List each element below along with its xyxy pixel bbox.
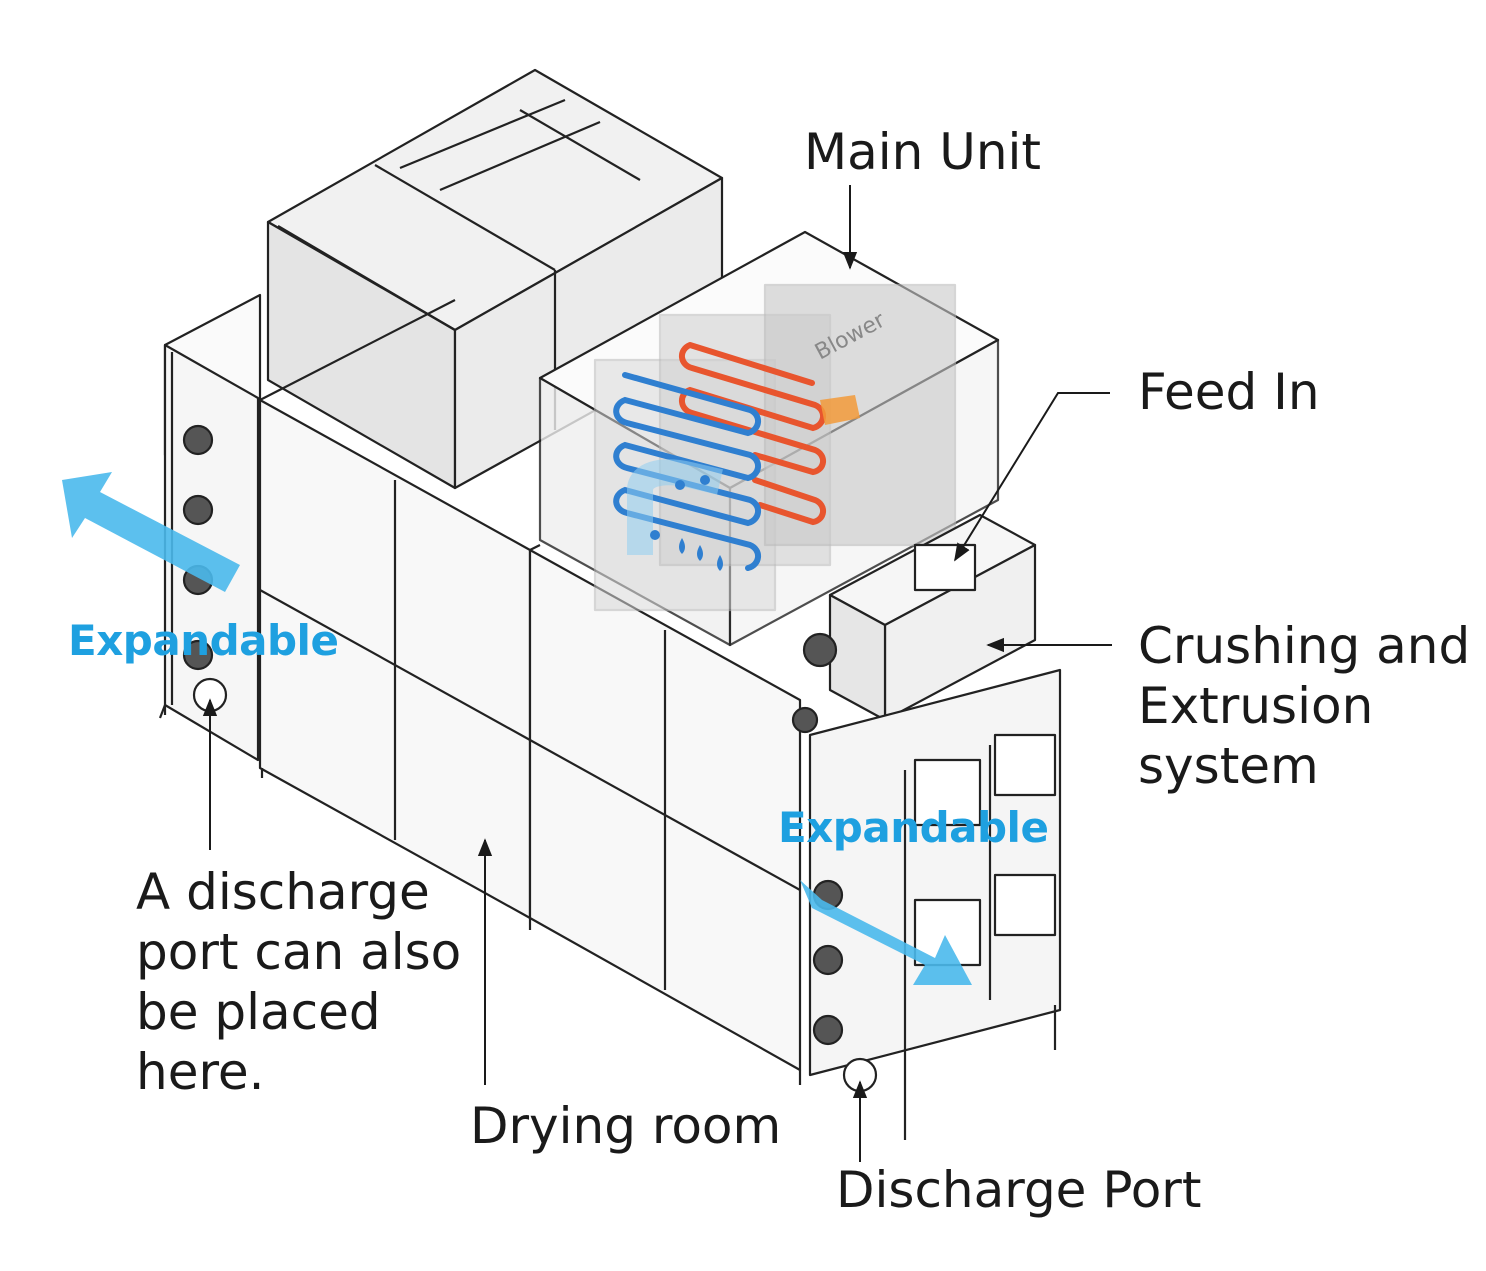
expandable-label-left: Expandable [68, 616, 339, 665]
main-unit-label: Main Unit [804, 123, 1042, 181]
drying-room-label: Drying room [470, 1097, 782, 1155]
upper-housing [266, 68, 724, 490]
discharge-alt-label: A discharge port can also be placed here… [136, 862, 461, 1102]
right-cabinet [808, 668, 1062, 1140]
right-gearmotors [791, 632, 844, 1046]
expandable-label-right: Expandable [778, 803, 1049, 852]
legs [158, 704, 802, 1085]
drying-room-body [258, 299, 802, 1072]
discharge-alt-line-2: port can also [136, 923, 462, 981]
discharge-alt-line-3: be placed [136, 983, 381, 1041]
discharge-port-label: Discharge Port [836, 1161, 1202, 1219]
expandable-arrow-right [800, 880, 972, 985]
crushing-line-2: Extrusion [1138, 677, 1374, 735]
expandable-arrow-left [62, 472, 240, 592]
crushing-extrusion-label: Crushing and Extrusion system [1138, 616, 1470, 796]
heating-coil [679, 342, 826, 526]
cooling-coil [613, 372, 761, 571]
feed-in-leader [954, 392, 1110, 562]
main-unit-box [538, 230, 1000, 647]
crusher-housing [828, 513, 1037, 722]
discharge-alt-line-1: A discharge [136, 863, 430, 921]
crushing-line-3: system [1138, 737, 1319, 795]
heated-air-arrow [820, 395, 860, 425]
discharge-alt-line-4: here. [136, 1043, 265, 1101]
crushing-line-1: Crushing and [1138, 617, 1471, 675]
water-droplets [650, 475, 723, 571]
feed-in-label: Feed In [1138, 363, 1320, 421]
dehumidify-flow [627, 459, 723, 555]
